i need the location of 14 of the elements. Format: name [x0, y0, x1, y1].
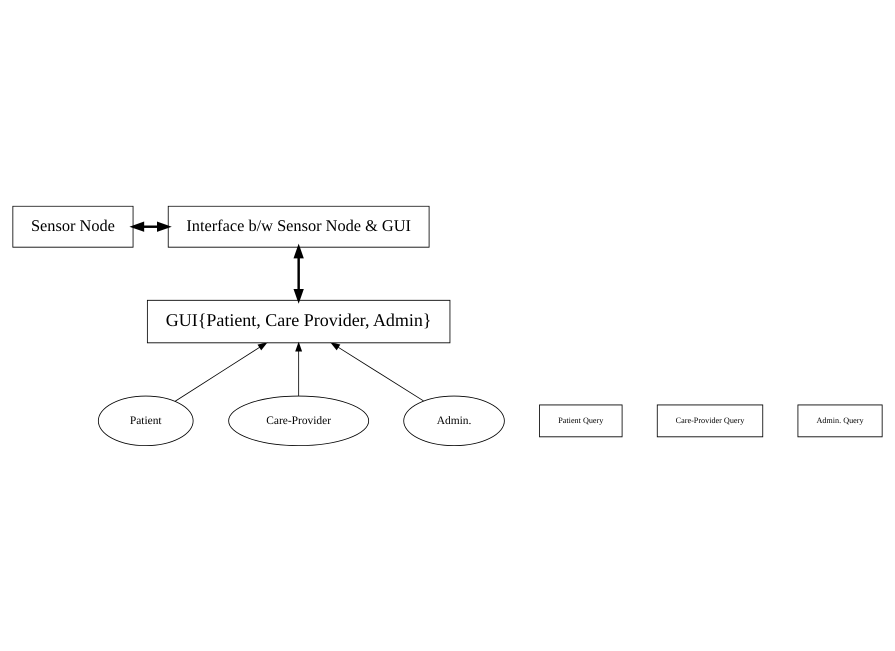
arrow: [295, 341, 302, 396]
node-box: Care-Provider Query: [656, 404, 764, 437]
node-ellipse: Admin.: [403, 395, 505, 446]
arrow: [174, 342, 268, 402]
node-ellipse: Care-Provider: [228, 395, 370, 446]
node-box: Interface b/w Sensor Node & GUI: [168, 205, 430, 248]
node-ellipse: Patient: [98, 395, 194, 446]
node-box: Sensor Node: [12, 205, 134, 248]
node-box: Patient Query: [539, 404, 622, 437]
node-box: Admin. Query: [798, 404, 883, 437]
arrow: [129, 221, 172, 232]
node-box: GUI{Patient, Care Provider, Admin}: [146, 299, 450, 343]
arrow: [294, 243, 304, 304]
arrow: [330, 342, 424, 401]
